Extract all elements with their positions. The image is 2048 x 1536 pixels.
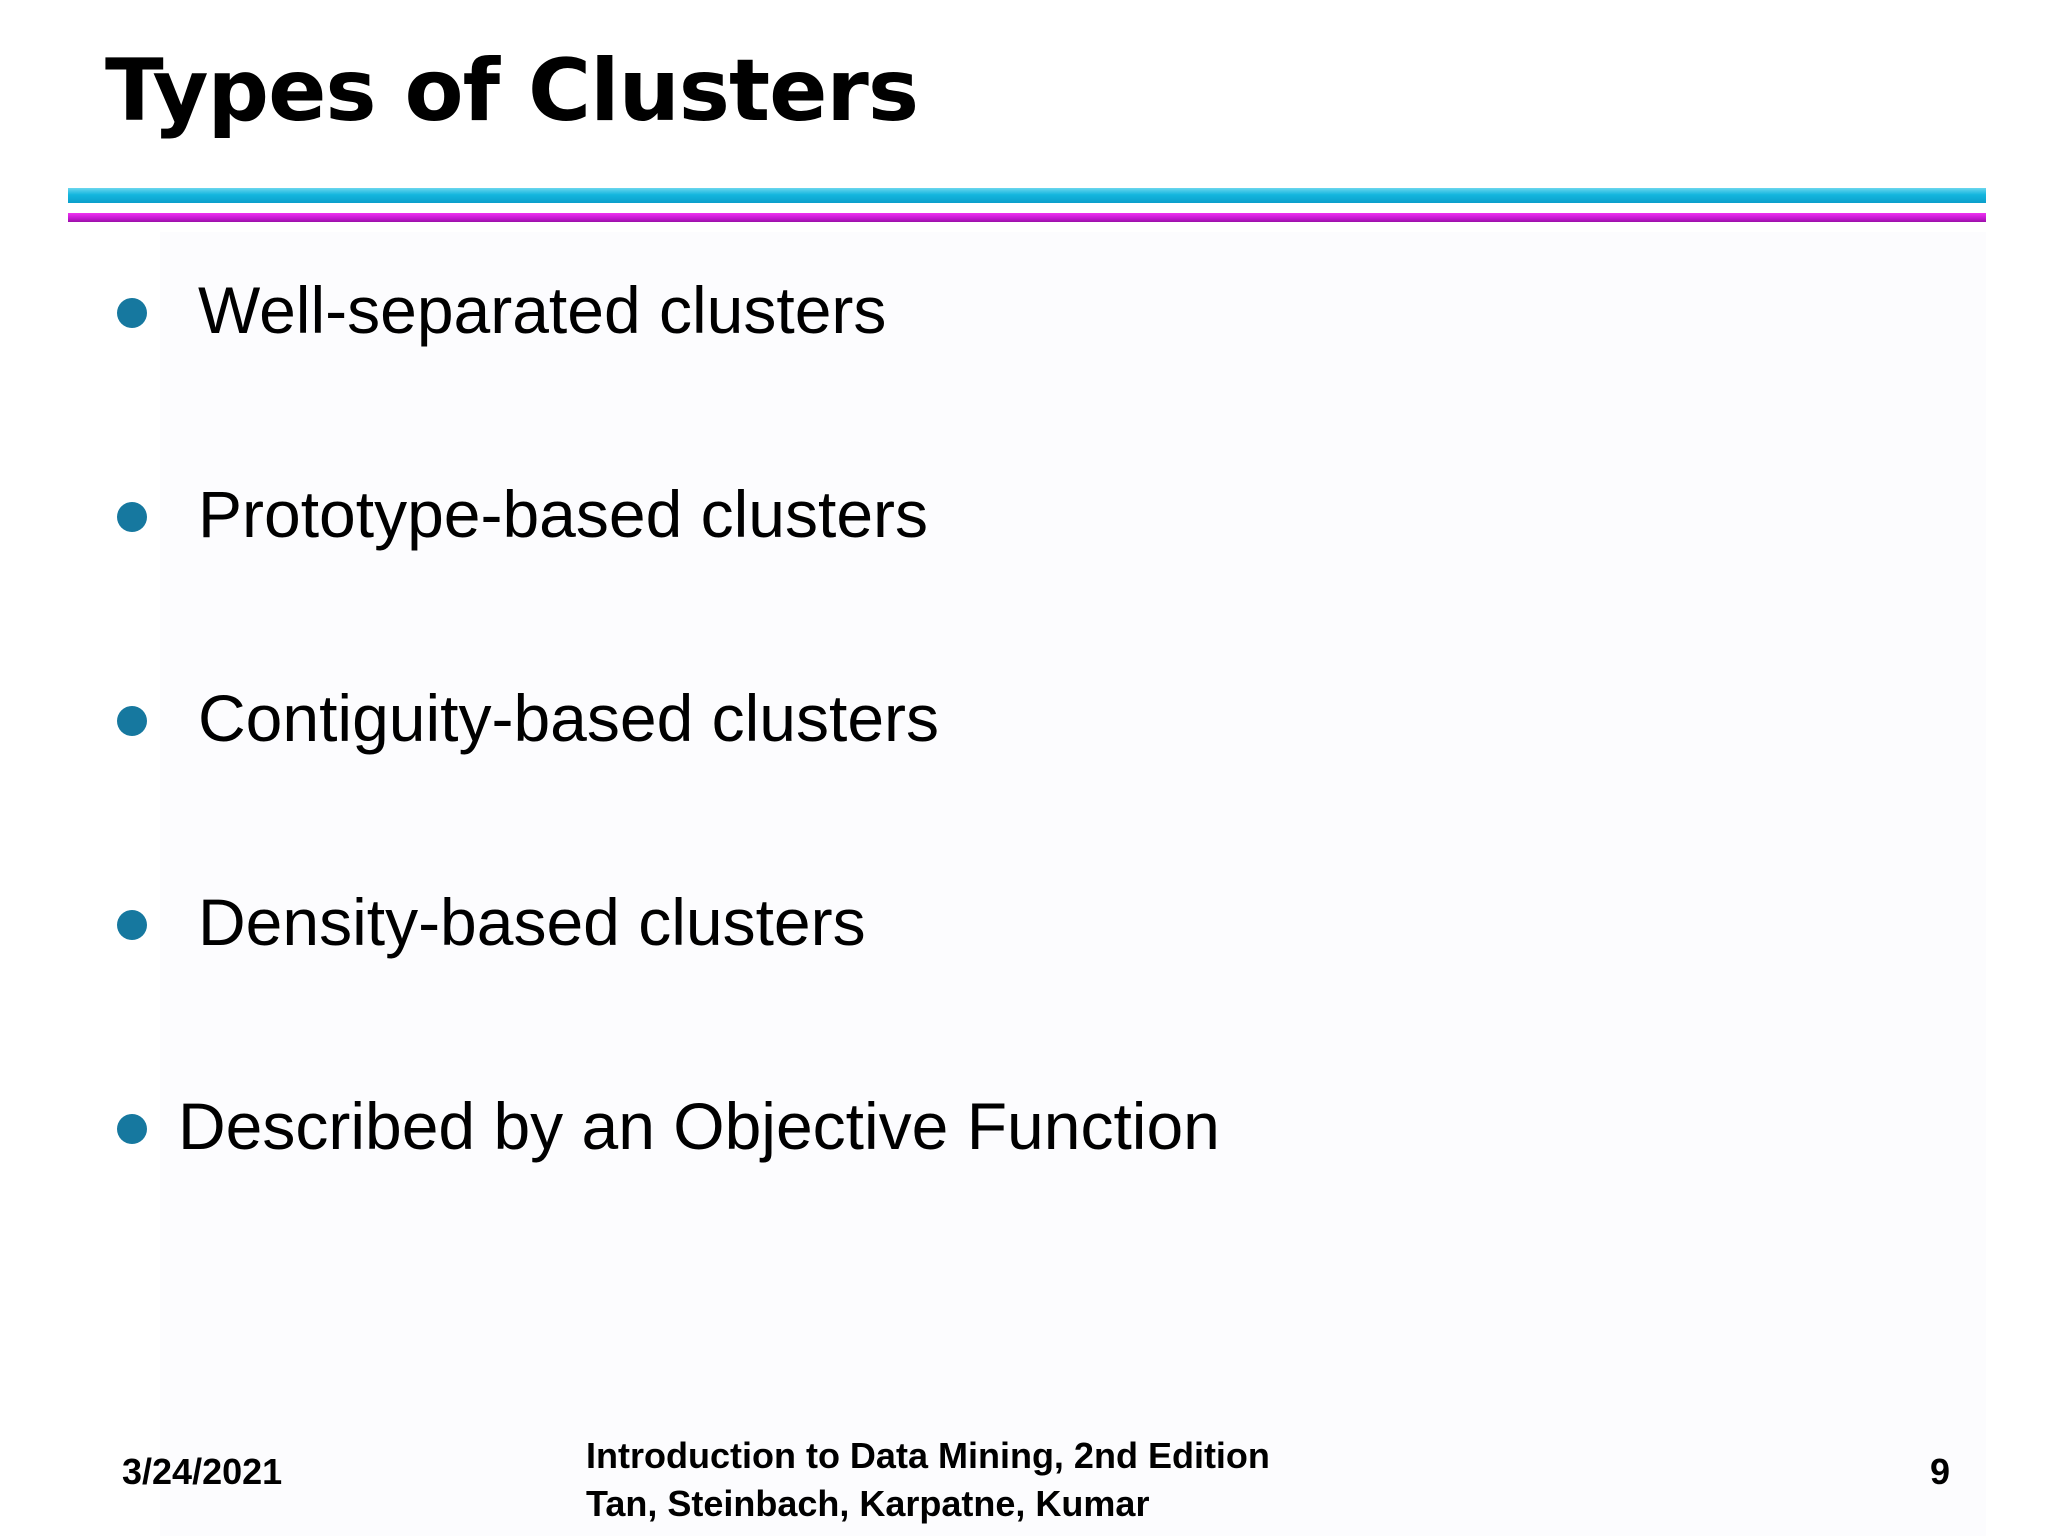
bullet-item: Prototype-based clusters — [0, 469, 1600, 559]
bullet-dot-icon — [117, 910, 147, 940]
bullet-text: Density-based clusters — [198, 885, 866, 959]
bullet-item: Well-separated clusters — [0, 265, 1600, 355]
bullet-dot-icon — [117, 298, 147, 328]
bullet-dot-icon — [117, 1114, 147, 1144]
bullet-text: Described by an Objective Function — [178, 1089, 1220, 1163]
page-number: 9 — [1929, 1451, 1950, 1492]
footer-authors: Tan, Steinbach, Karpatne, Kumar — [586, 1483, 1150, 1524]
bullet-item: Density-based clusters — [0, 877, 1600, 967]
bullet-text: Contiguity-based clusters — [198, 681, 940, 755]
footer-book-title: Introduction to Data Mining, 2nd Edition — [586, 1435, 1270, 1476]
title-rule-gap — [68, 203, 1986, 213]
bullet-dot-icon — [117, 502, 147, 532]
footer-date: 3/24/2021 — [122, 1451, 283, 1492]
footer-citation: Introduction to Data Mining, 2nd Edition… — [586, 1432, 1270, 1528]
bullet-dot-icon — [117, 706, 147, 736]
bullet-item: Contiguity-based clusters — [0, 673, 1600, 763]
bullet-text: Well-separated clusters — [198, 273, 887, 347]
content-area — [160, 232, 1986, 1536]
slide-title: Types of Clusters — [105, 41, 919, 141]
title-rule-magenta — [68, 213, 1986, 222]
bullet-text: Prototype-based clusters — [198, 477, 929, 551]
bullet-item: Described by an Objective Function — [0, 1081, 1600, 1171]
title-rule-cyan — [68, 188, 1986, 203]
